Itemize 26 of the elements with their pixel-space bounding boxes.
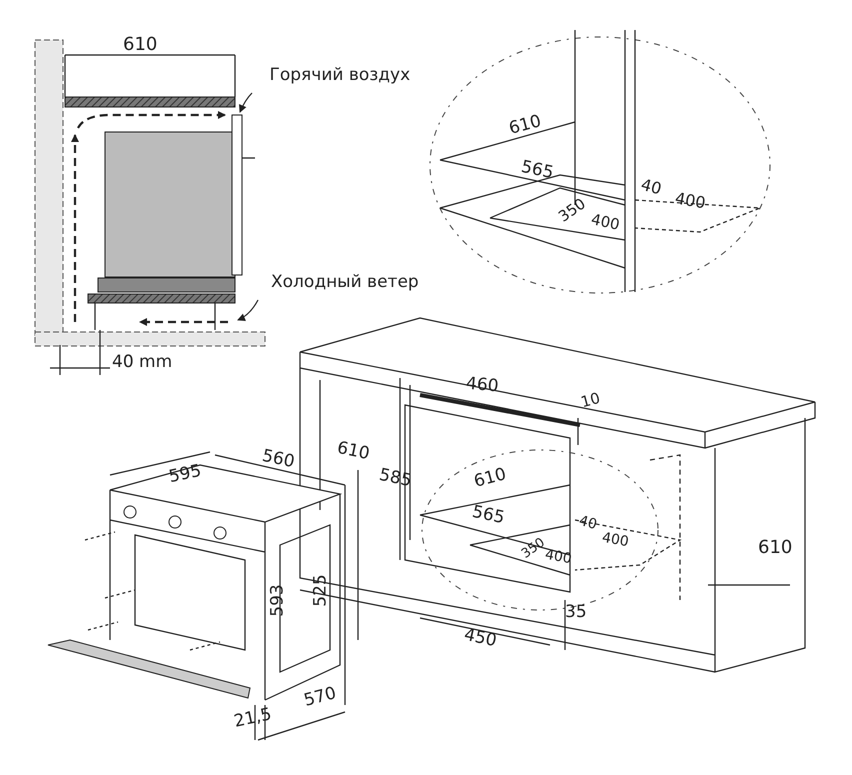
dimension-label: 595 (168, 462, 203, 486)
dimension-label: 565 (470, 503, 506, 527)
dimension-label: 10 (578, 390, 602, 410)
dimension-label: 560 (260, 447, 296, 471)
dimension-label: 35 (565, 604, 587, 620)
dimension-label: 450 (462, 626, 498, 650)
dimension-label: 21,5 (232, 706, 274, 730)
dimension-label: 610 (758, 539, 792, 557)
dimension-label: 40 (578, 514, 598, 532)
dimension-label: 570 (302, 684, 338, 710)
dimension-label: 610 (336, 439, 371, 463)
dimension-label: 350 (519, 536, 547, 560)
dimension-label: 40 mm (112, 354, 172, 370)
dimension-label: 400 (600, 530, 630, 550)
dimension-label: 593 (270, 584, 287, 616)
dimension-label: 400 (589, 212, 620, 232)
annotation-label: Холодный ветер (271, 274, 419, 290)
annotation-label: Горячий воздух (270, 66, 410, 84)
dimension-label: 525 (312, 574, 330, 606)
dimension-label: 610 (507, 112, 544, 138)
dimension-label: 610 (123, 36, 158, 54)
dimension-label: 610 (472, 466, 508, 490)
dimension-label: 400 (673, 190, 706, 212)
dimension-label: 350 (556, 196, 588, 224)
dimension-label: 565 (520, 158, 555, 182)
dimension-label: 40 (639, 176, 664, 198)
